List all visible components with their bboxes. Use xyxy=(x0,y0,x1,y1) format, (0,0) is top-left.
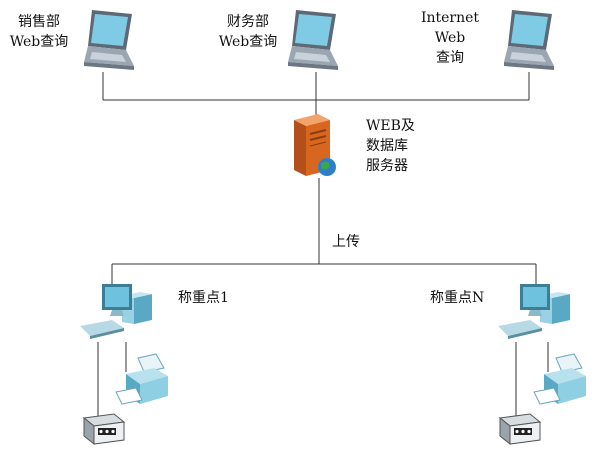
station-label-1: 称重点1 xyxy=(178,290,229,306)
desktop-computer-icon xyxy=(498,284,570,339)
client-label-line: Web查询 xyxy=(9,34,69,50)
client-label-line: 销售部 xyxy=(18,14,60,30)
laptop-icon xyxy=(288,10,338,70)
laptop-icon xyxy=(84,10,134,70)
server-label-line: 服务器 xyxy=(366,158,408,174)
client-label-line: Web查询 xyxy=(218,34,278,50)
printer-icon xyxy=(115,353,168,405)
server-label-line: WEB及 xyxy=(366,118,415,134)
client-label-sales: 销售部 Web查询 xyxy=(2,12,76,52)
station-label-n: 称重点N xyxy=(430,290,485,306)
weighing-scale-icon xyxy=(498,413,542,446)
client-label-line: Web xyxy=(434,30,466,46)
printer-icon xyxy=(533,353,586,405)
client-label-line: 财务部 xyxy=(227,14,269,30)
client-label-line: 查询 xyxy=(436,50,464,66)
desktop-computer-icon xyxy=(80,284,152,339)
client-label-internet: Internet Web 查询 xyxy=(418,8,482,68)
laptop-icon xyxy=(504,10,554,70)
server-icon xyxy=(294,114,336,176)
upload-label: 上传 xyxy=(332,234,360,250)
server-label: WEB及 数据库 服务器 xyxy=(366,116,415,176)
client-label-finance: 财务部 Web查询 xyxy=(210,12,286,52)
weighing-scale-icon xyxy=(82,413,126,446)
client-label-line: Internet xyxy=(420,10,480,26)
server-label-line: 数据库 xyxy=(366,138,408,154)
